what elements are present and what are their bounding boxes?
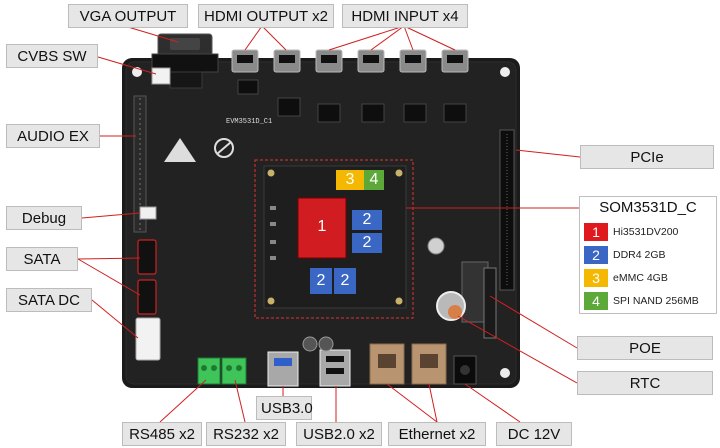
rs232-label: RS232 x2	[206, 422, 286, 446]
sata-dc-label: SATA DC	[6, 288, 92, 312]
rs485-terminal	[197, 357, 221, 385]
ddr-chip-number: 2	[340, 272, 350, 289]
soc-chip	[297, 197, 347, 259]
hdmi-output-label: HDMI OUTPUT x2	[198, 4, 334, 28]
legend-number: 1	[584, 223, 608, 241]
legend-label: SPI NAND 256MB	[613, 295, 699, 307]
som-outline	[254, 159, 414, 319]
audio-ex-label: AUDIO EX	[6, 124, 100, 148]
usb2-label: USB2.0 x2	[296, 422, 382, 446]
som-legend: SOM3531D_C 1 Hi3531DV200 2 DDR4 2GB 3 eM…	[579, 196, 717, 314]
legend-item-nand: 4 SPI NAND 256MB	[584, 292, 714, 310]
legend-title: SOM3531D_C	[599, 199, 697, 216]
ddr-chip-number: 2	[362, 234, 372, 251]
soc-chip-number: 1	[317, 218, 327, 235]
ddr-chip-3	[310, 268, 332, 294]
cvbs-sw-label: CVBS SW	[6, 44, 98, 68]
ddr-chip-1	[352, 210, 382, 230]
debug-label: Debug	[6, 206, 82, 230]
ethernet-label: Ethernet x2	[388, 422, 486, 446]
no-symbol-icon	[214, 138, 234, 158]
nand-chip	[364, 170, 384, 190]
sata-connectors	[137, 239, 157, 315]
rtc-label: RTC	[577, 371, 713, 395]
usb3-label: USB3.0	[256, 396, 313, 420]
warning-icon	[164, 138, 196, 162]
mounting-hole-icon	[500, 368, 510, 378]
dc-12v-label: DC 12V	[496, 422, 572, 446]
legend-number: 3	[584, 269, 608, 287]
ethernet-ports	[369, 343, 447, 385]
nand-chip-number: 4	[369, 171, 379, 188]
cvbs-switch	[151, 67, 171, 85]
emmc-chip	[336, 170, 364, 190]
legend-item-soc: 1 Hi3531DV200	[584, 223, 714, 241]
sata-dc-connector	[135, 317, 161, 361]
rs485-label: RS485 x2	[122, 422, 202, 446]
legend-number: 4	[584, 292, 608, 310]
legend-item-ddr: 2 DDR4 2GB	[584, 246, 714, 264]
ddr-chip-2	[352, 233, 382, 253]
legend-label: eMMC 4GB	[613, 272, 668, 284]
ddr-chip-number: 2	[362, 211, 372, 228]
legend-label: Hi3531DV200	[613, 226, 679, 238]
audio-header	[133, 95, 147, 233]
board-model-label: EVM3531D_C1	[226, 118, 273, 126]
legend-item-emmc: 3 eMMC 4GB	[584, 269, 714, 287]
hdmi-input-label: HDMI INPUT x4	[342, 4, 468, 28]
ddr-chip-4	[334, 268, 356, 294]
legend-number: 2	[584, 246, 608, 264]
vga-connector	[151, 33, 219, 89]
pcie-label: PCIe	[580, 145, 714, 169]
mounting-hole-icon	[500, 67, 510, 77]
sata-label: SATA	[6, 247, 78, 271]
rs232-terminal	[221, 357, 247, 385]
legend-label: DDR4 2GB	[613, 249, 666, 261]
emmc-chip-number: 3	[345, 171, 355, 188]
vga-output-label: VGA OUTPUT	[68, 4, 188, 28]
ddr-chip-number: 2	[316, 272, 326, 289]
poe-label: POE	[577, 336, 713, 360]
